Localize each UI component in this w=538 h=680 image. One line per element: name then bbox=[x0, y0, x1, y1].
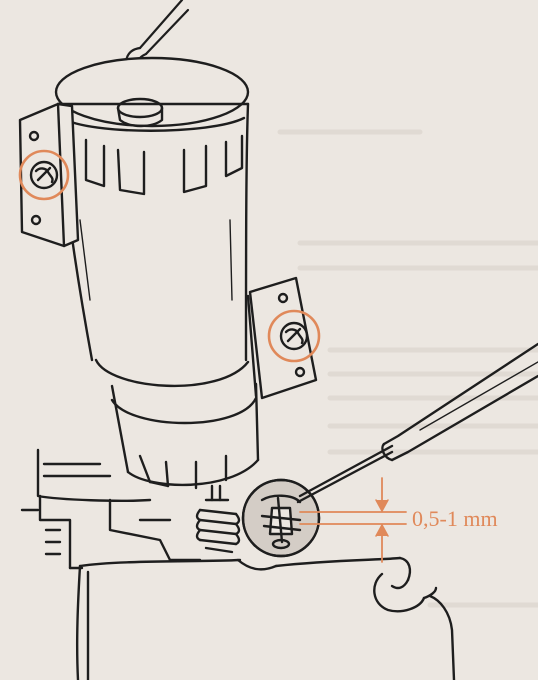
accent-marks bbox=[18, 149, 407, 563]
motor-body bbox=[56, 102, 250, 362]
motor-lower-sleeve bbox=[94, 358, 260, 490]
gap-dimension-label: 0,5-1 mm bbox=[412, 506, 498, 531]
paper-texture bbox=[277, 129, 538, 608]
spring-shaft bbox=[195, 484, 241, 554]
motor-cap bbox=[54, 56, 250, 128]
right-screw bbox=[279, 321, 309, 351]
machine-base bbox=[20, 448, 456, 680]
adjuster-disc bbox=[241, 478, 321, 558]
left-screw bbox=[29, 160, 59, 190]
right-screw-highlight bbox=[267, 309, 321, 363]
left-screw-highlight bbox=[18, 149, 70, 201]
screwdriver bbox=[296, 342, 538, 504]
